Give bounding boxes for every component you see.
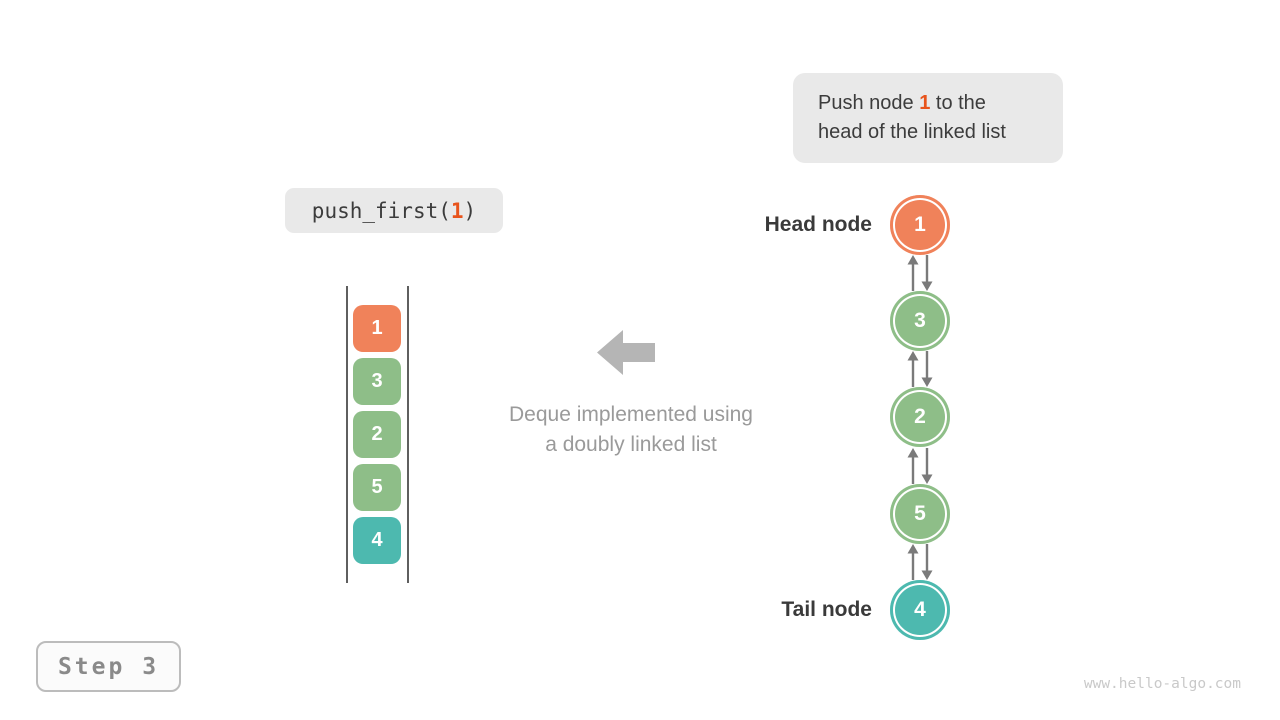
up-arrowhead — [907, 448, 919, 458]
step-badge: Step 3 — [36, 641, 181, 692]
left-block-arrow-icon — [597, 330, 655, 375]
left-block-arrow-shape — [597, 330, 655, 375]
array-cell-0: 1 — [353, 305, 401, 352]
annotation-line1: Push node 1 to the — [818, 89, 1063, 118]
watermark: www.hello-algo.com — [1083, 676, 1241, 692]
annotation-highlight-value: 1 — [919, 92, 931, 114]
caption-line2: a doubly linked list — [545, 433, 717, 456]
list-node-0: 1 — [890, 195, 950, 255]
bidirectional-arrow-0 — [907, 255, 933, 291]
deque-array: 1 3 2 5 4 — [346, 286, 409, 583]
array-cell-3: 5 — [353, 464, 401, 511]
caption: Deque implemented using a doubly linked … — [449, 400, 813, 460]
list-node-1: 3 — [890, 291, 950, 351]
caption-line1: Deque implemented using — [509, 403, 753, 426]
up-arrowhead — [907, 255, 919, 265]
down-arrowhead — [921, 570, 933, 580]
array-cell-4: 4 — [353, 517, 401, 564]
bidirectional-arrow-2 — [907, 448, 933, 484]
list-node-4: 4 — [890, 580, 950, 640]
array-cell-1: 3 — [353, 358, 401, 405]
array-cell-2: 2 — [353, 411, 401, 458]
down-arrowhead — [921, 281, 933, 291]
down-arrowhead — [921, 474, 933, 484]
annotation-box: Push node 1 to the head of the linked li… — [793, 73, 1063, 163]
bidirectional-arrow-1 — [907, 351, 933, 387]
bidirectional-arrow-3 — [907, 544, 933, 580]
head-node-label: Head node — [764, 213, 872, 236]
annotation-line2: head of the linked list — [818, 121, 1006, 143]
array-left-wall — [346, 286, 348, 583]
operation-arg: 1 — [450, 198, 464, 223]
operation-prefix: push_first( — [311, 198, 451, 223]
array-right-wall — [407, 286, 409, 583]
annotation-line1-prefix: Push node — [818, 92, 920, 114]
annotation-line1-suffix: to the — [930, 92, 986, 114]
down-arrowhead — [921, 377, 933, 387]
list-node-3: 5 — [890, 484, 950, 544]
up-arrowhead — [907, 351, 919, 361]
tail-node-label: Tail node — [781, 598, 872, 621]
operation-call-box: push_first(1) — [285, 188, 503, 233]
up-arrowhead — [907, 544, 919, 554]
operation-suffix: ) — [463, 198, 477, 223]
list-node-2: 2 — [890, 387, 950, 447]
